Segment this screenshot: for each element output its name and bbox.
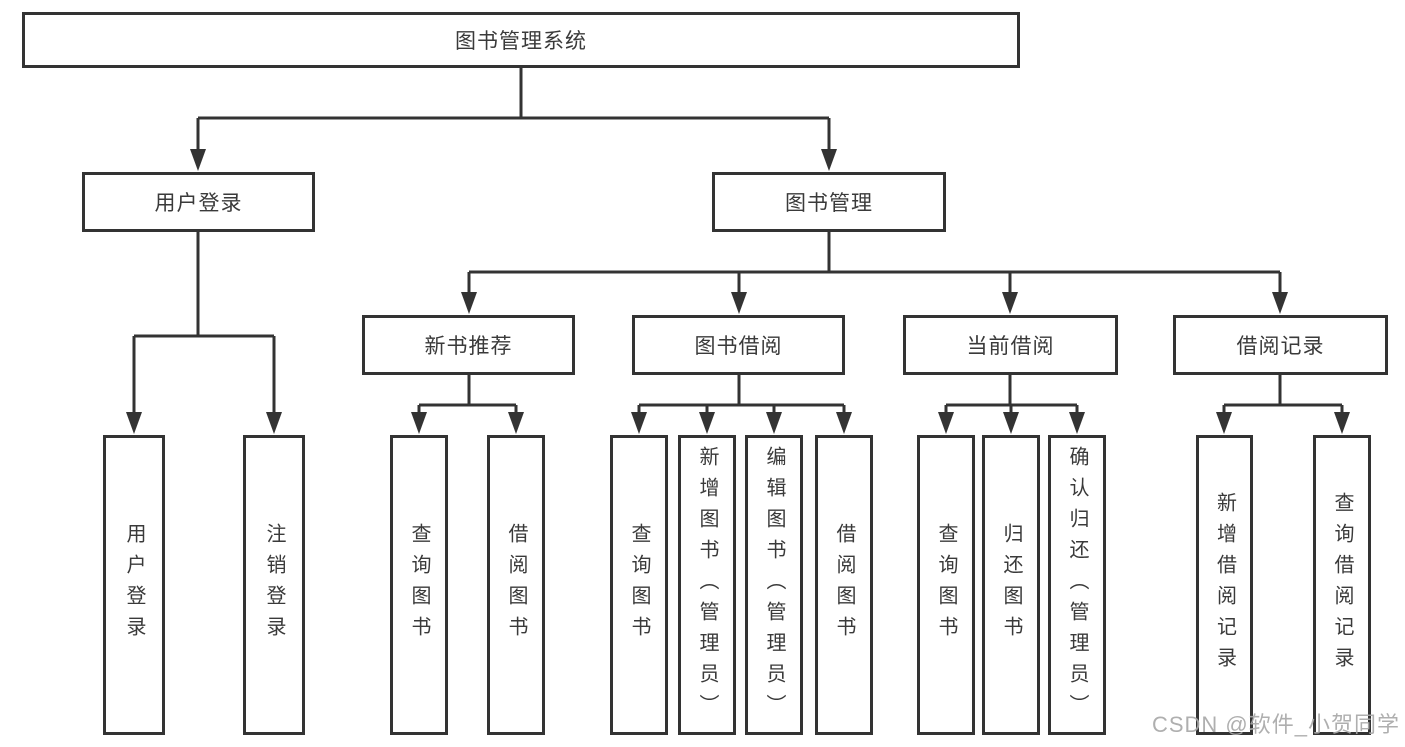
leaf-add-book-admin: 新增图书（管理员） [678,435,736,735]
leaf-query-books-recommend: 查询图书 [390,435,448,735]
leaf-edit-book-admin: 编辑图书（管理员） [745,435,803,735]
node-current-borrow: 当前借阅 [903,315,1118,375]
leaf-confirm-return-admin: 确认归还（管理员） [1048,435,1106,735]
arrowheads [126,149,1350,434]
leaf-borrow-books: 借阅图书 [815,435,873,735]
node-new-book-recommend: 新书推荐 [362,315,575,375]
node-borrow-records: 借阅记录 [1173,315,1388,375]
watermark-text: CSDN @软件_小贺同学 [1151,712,1400,737]
leaf-borrow-books-recommend: 借阅图书 [487,435,545,735]
leaf-add-borrow-record: 新增借阅记录 [1196,435,1253,735]
node-book-borrow: 图书借阅 [632,315,845,375]
node-user-login: 用户登录 [82,172,315,232]
leaf-return-book: 归还图书 [982,435,1040,735]
leaf-query-borrow-record: 查询借阅记录 [1313,435,1371,735]
node-book-management: 图书管理 [712,172,946,232]
leaf-query-books-borrow: 查询图书 [610,435,668,735]
leaf-user-login: 用户登录 [103,435,165,735]
leaf-query-books-current: 查询图书 [917,435,975,735]
node-root: 图书管理系统 [22,12,1020,68]
leaf-logout: 注销登录 [243,435,305,735]
